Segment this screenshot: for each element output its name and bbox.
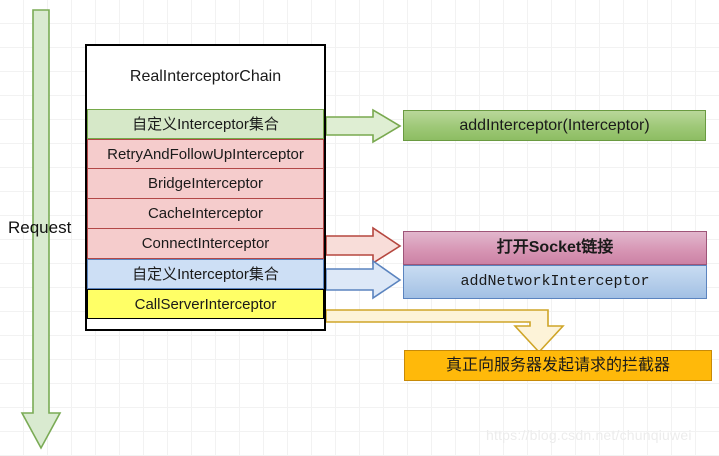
add-interceptor-arrow [325,108,402,144]
row-retry-and-follow-up-interceptor[interactable]: RetryAndFollowUpInterceptor [87,139,324,169]
add-interceptor-callout[interactable]: addInterceptor(Interceptor) [403,110,706,141]
row-custom-interceptors-top[interactable]: 自定义Interceptor集合 [87,109,324,139]
interceptor-row-list: 自定义Interceptor集合 RetryAndFollowUpInterce… [87,109,324,319]
request-arrow [20,9,62,450]
open-socket-arrow [325,226,402,265]
row-custom-network-interceptors[interactable]: 自定义Interceptor集合 [87,259,324,289]
chain-title: RealInterceptorChain [129,68,282,85]
row-call-server-interceptor[interactable]: CallServerInterceptor [87,289,324,319]
row-bridge-interceptor[interactable]: BridgeInterceptor [87,169,324,199]
real-request-callout[interactable]: 真正向服务器发起请求的拦截器 [404,350,712,381]
request-label: Request [8,218,72,237]
real-interceptor-chain-box: RealInterceptorChain 自定义Interceptor集合 Re… [85,44,326,331]
real-request-arrow [325,309,565,354]
add-network-interceptor-callout[interactable]: addNetworkInterceptor [403,265,707,299]
open-socket-callout[interactable]: 打开Socket链接 [403,231,707,265]
row-cache-interceptor[interactable]: CacheInterceptor [87,199,324,229]
watermark: https://blog.csdn.net/chunqiuwei [486,427,692,443]
row-connect-interceptor[interactable]: ConnectInterceptor [87,229,324,259]
add-network-interceptor-arrow [325,259,402,300]
